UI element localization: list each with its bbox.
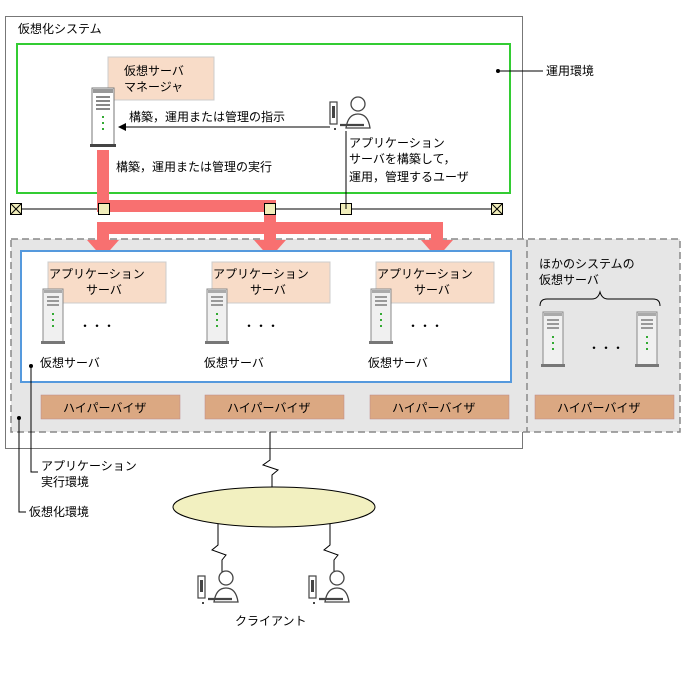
other-ellipsis: ・・・ <box>588 341 624 355</box>
app-server-1-line1: アプリケーション <box>49 267 145 281</box>
hypervisor-label-2: ハイパーバイザ <box>227 401 310 415</box>
virtual-env-label: 仮想化環境 <box>29 504 89 519</box>
user-label-line2: サーバを構築して， <box>349 151 456 166</box>
operation-env-label: 運用環境 <box>546 63 594 78</box>
manager-box <box>107 56 215 101</box>
app-server-group-3: アプリケーション サーバ ・・・ 仮想サーバ ハイパーバイザ <box>368 261 510 420</box>
vm-label-1: 仮想サーバ <box>40 355 100 370</box>
app-exec-env-line1: アプリケーション <box>41 459 137 473</box>
network-node-manager <box>98 203 110 215</box>
app-server-2-line1: アプリケーション <box>213 267 309 281</box>
vm-icon-3 <box>368 288 394 345</box>
other-system-line1: ほかのシステムの <box>539 257 635 271</box>
other-vm-icon-1 <box>540 311 566 368</box>
other-system-brace <box>539 290 661 307</box>
virtualization-system-box <box>5 16 523 449</box>
user-icon <box>328 95 372 132</box>
uplink-zigzag <box>261 432 280 490</box>
instruction-arrowhead <box>118 123 126 131</box>
client-icon-1 <box>196 569 240 606</box>
virtual-env-leader <box>18 418 26 513</box>
client-icon-2 <box>307 569 351 606</box>
app-exec-env-leader <box>30 366 38 473</box>
execution-text: 構築，運用または管理の実行 <box>116 159 272 174</box>
vm-label-2: 仮想サーバ <box>204 355 264 370</box>
app-server-group-2: アプリケーション サーバ ・・・ 仮想サーバ ハイパーバイザ <box>204 261 345 420</box>
hypervisor-label-3: ハイパーバイザ <box>392 401 475 415</box>
clients-label: クライアント <box>235 614 307 628</box>
other-system-line2: 仮想サーバ <box>539 272 599 287</box>
client-link-2 <box>323 524 339 572</box>
app-server-3-line2: サーバ <box>414 283 450 297</box>
app-server-box-1 <box>47 261 167 304</box>
hypervisor-label-1: ハイパーバイザ <box>63 401 146 415</box>
client-link-1 <box>211 524 227 572</box>
vm-icon-2 <box>204 288 230 345</box>
other-hypervisor-box <box>534 394 675 420</box>
network-terminator-right <box>491 203 503 215</box>
ellipsis-2: ・・・ <box>243 319 279 333</box>
system-title: 仮想化システム <box>18 21 102 36</box>
ellipsis-3: ・・・ <box>407 319 443 333</box>
hypervisor-box-2 <box>204 394 345 420</box>
other-system-group: ほかのシステムの 仮想サーバ ・・・ ハイパーバイザ <box>534 257 675 420</box>
network-terminator-left <box>10 203 22 215</box>
other-vm-icon-2 <box>634 311 660 368</box>
app-server-group-1: アプリケーション サーバ ・・・ 仮想サーバ ハイパーバイザ <box>40 261 181 420</box>
hypervisor-box-1 <box>40 394 181 420</box>
app-server-1-line2: サーバ <box>86 283 122 297</box>
other-hypervisor-label: ハイパーバイザ <box>557 401 640 415</box>
user-label-line1: アプリケーション <box>349 136 445 150</box>
app-server-2-line2: サーバ <box>250 283 286 297</box>
manager-server-icon <box>89 87 117 148</box>
operation-env-box <box>16 43 511 194</box>
operation-env-marker <box>496 69 500 73</box>
network-cloud <box>172 486 376 528</box>
hypervisor-box-3 <box>369 394 510 420</box>
execution-arrows <box>87 150 453 258</box>
vm-icon-1 <box>40 288 66 345</box>
app-server-box-2 <box>211 261 331 304</box>
network-node-center <box>264 203 276 215</box>
app-server-box-3 <box>375 261 495 304</box>
vm-label-3: 仮想サーバ <box>368 355 428 370</box>
app-exec-env-line2: 実行環境 <box>41 474 89 489</box>
user-label-line3: 運用，管理するユーザ <box>349 169 469 184</box>
app-server-3-line1: アプリケーション <box>377 267 473 281</box>
manager-line1: 仮想サーバ <box>124 63 184 78</box>
instruction-text: 構築，運用または管理の指示 <box>129 109 285 124</box>
ellipsis-1: ・・・ <box>79 319 115 333</box>
manager-line2: マネージャ <box>124 80 183 94</box>
